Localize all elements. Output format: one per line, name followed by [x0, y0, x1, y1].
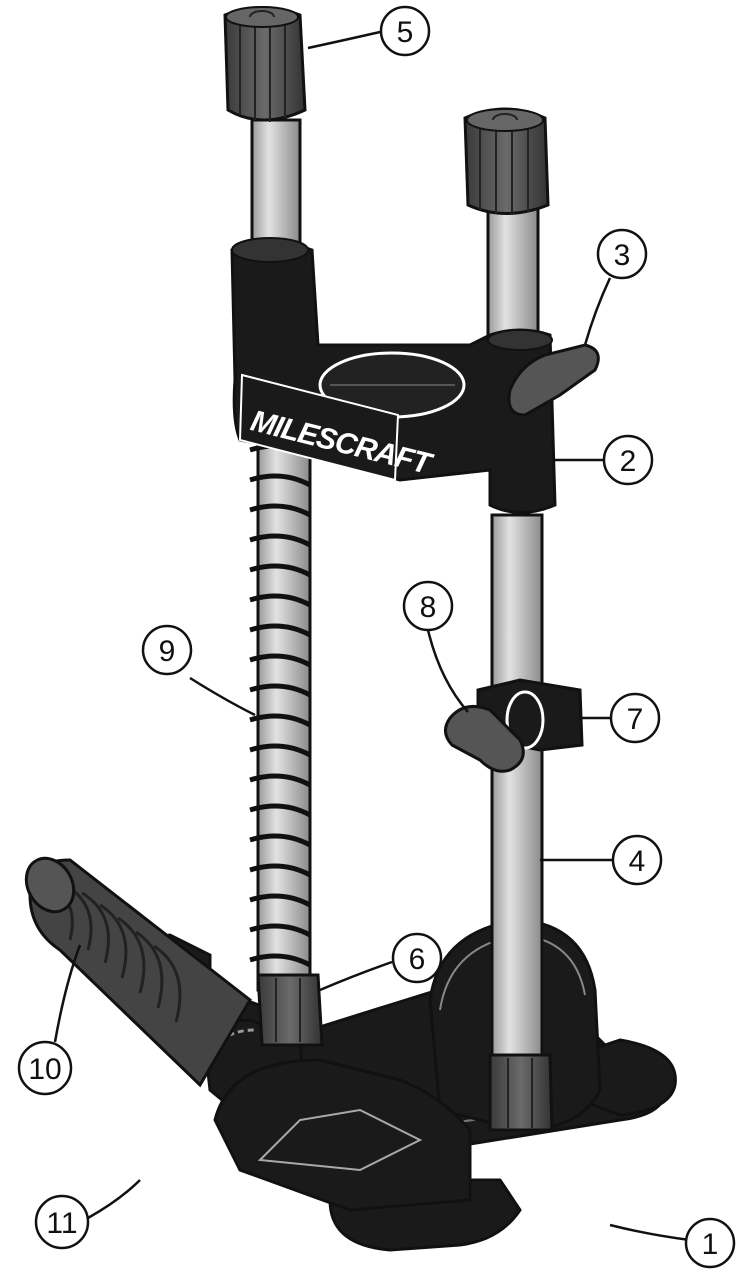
- callout-10: 10: [17, 1040, 73, 1096]
- vacuum-port-handle: [24, 856, 252, 1088]
- leader-10: [53, 944, 82, 1043]
- callout-3: 3: [596, 228, 648, 280]
- leader-lines: [53, 30, 691, 1242]
- svg-text:11: 11: [46, 1207, 77, 1240]
- callout-2: 2: [602, 434, 654, 486]
- callout-9: 9: [141, 624, 193, 676]
- return-spring: [249, 443, 312, 968]
- svg-text:9: 9: [159, 635, 176, 668]
- svg-text:10: 10: [28, 1053, 61, 1086]
- svg-text:3: 3: [614, 239, 631, 272]
- svg-text:1: 1: [702, 1228, 719, 1261]
- depth-stop-knob: [444, 704, 525, 773]
- callout-7: 7: [609, 692, 661, 744]
- svg-text:5: 5: [397, 16, 414, 49]
- callout-5: 5: [379, 5, 431, 57]
- callout-6: 6: [391, 932, 443, 984]
- callout-1: 1: [684, 1217, 736, 1269]
- carriage-lock-knob: [507, 343, 600, 417]
- leader-8: [426, 629, 469, 713]
- svg-text:6: 6: [409, 943, 426, 976]
- right-rod-top-knob: [463, 107, 550, 215]
- base-center-body: [213, 1058, 472, 1212]
- callout-8: 8: [402, 580, 454, 632]
- leader-5: [307, 30, 381, 50]
- leader-3: [583, 277, 612, 346]
- leader-6: [319, 960, 393, 992]
- left-rod-base-collar: [256, 973, 324, 1047]
- svg-text:2: 2: [620, 445, 637, 478]
- leader-11: [87, 1179, 141, 1220]
- svg-text:4: 4: [629, 845, 646, 878]
- leader-9: [189, 676, 256, 717]
- svg-text:8: 8: [420, 591, 437, 624]
- callout-11: 11: [34, 1194, 90, 1250]
- svg-text:7: 7: [627, 703, 644, 736]
- right-rod-base-collar: [488, 1053, 554, 1132]
- callout-4: 4: [611, 834, 663, 886]
- left-rod-top-knob: [223, 6, 307, 122]
- leader-1: [609, 1223, 691, 1242]
